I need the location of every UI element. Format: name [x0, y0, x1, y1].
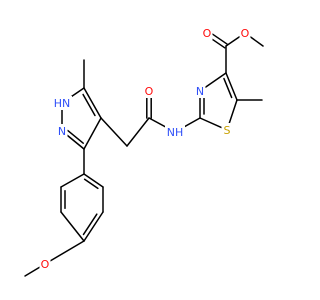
atom-label-amide_n-suffix: H: [175, 126, 183, 139]
atom-label-amide_n-main: N: [167, 126, 175, 139]
atom-label-bg: [56, 124, 68, 138]
atom-label-tz_s1: S: [224, 124, 231, 137]
atom-label-bg: [201, 26, 213, 40]
atom-label-ester_o: O: [241, 27, 250, 40]
atom-label-tz_n3: N: [196, 85, 204, 98]
atom-label-ester_o_dbl: O: [203, 27, 212, 40]
atom-label-bg: [221, 123, 233, 137]
bond-pz_c3-pz_n2-inner: [67, 129, 84, 144]
bond-pz_c5-pz_c4-inner: [82, 93, 96, 117]
canvas-background: [0, 0, 300, 300]
bond-pz_c4-pz_c3: [83, 117, 102, 150]
atom-label-bg: [239, 26, 251, 40]
bond-ome_o-ar_c4: [44, 240, 85, 265]
atom-label-bg: [39, 257, 51, 271]
bond-ar_c1-ar_c2: [83, 173, 104, 188]
atom-label-pz_n2: N: [58, 125, 66, 138]
atom-label-amide_n: NH: [167, 126, 184, 139]
bond-tz_c4-tz_c5-inner: [223, 77, 233, 99]
bond-pz_c4-ch2: [100, 117, 128, 147]
atom-label-bg: [52, 96, 72, 110]
atom-label-ome_o: O: [41, 258, 50, 271]
atom-label-bg: [194, 84, 206, 98]
atom-label-pz_n1: HN: [54, 97, 71, 110]
atom-label-bg: [143, 84, 155, 98]
bond-ch2-amide_c: [126, 117, 150, 147]
bond-ar_c3-ar_c4-inner: [82, 213, 98, 236]
atom-label-amide_o: O: [145, 85, 154, 98]
bond-pz_c5-pz_c4: [83, 87, 102, 119]
bond-ar_c1-ar_c2-inner: [83, 178, 99, 190]
bond-tz_c4-tz_c5: [225, 72, 238, 101]
atom-label-bg: [165, 125, 185, 139]
bond-ar_c4-ar_c5: [60, 211, 85, 242]
atom-label-pz_n1-prefix: H: [54, 97, 62, 110]
atom-label-pz_n1-main: N: [62, 97, 70, 110]
bond-ar_c3-ar_c4: [83, 211, 104, 242]
bond-ar_c6-ar_c1: [60, 173, 85, 188]
